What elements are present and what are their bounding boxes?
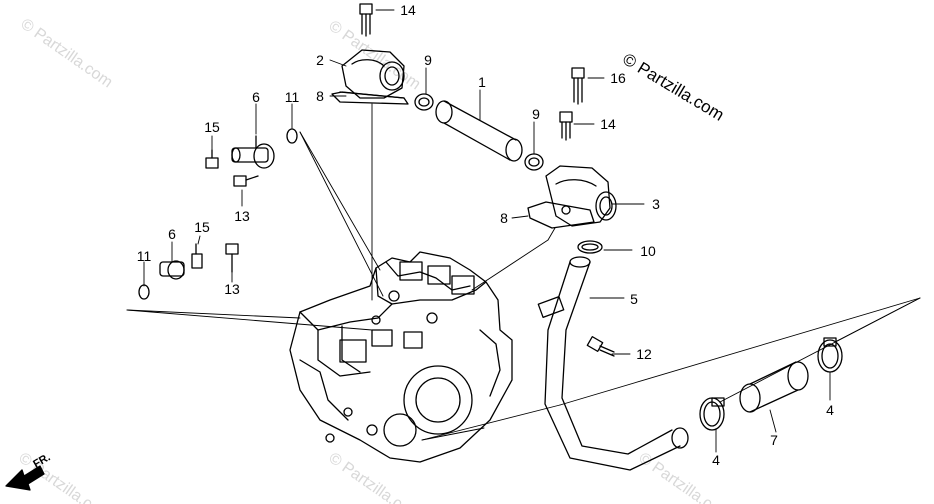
- callout-1: 1: [478, 74, 486, 90]
- callout-14-top: 14: [400, 2, 416, 18]
- bolt-16: [571, 67, 585, 105]
- gasket-8-right: [527, 201, 595, 229]
- leader-lines: [126, 103, 921, 441]
- callout-8-top: 8: [316, 88, 324, 104]
- callout-10: 10: [640, 243, 656, 259]
- callout-8-right: 8: [500, 210, 508, 226]
- callout-9-top: 9: [424, 52, 432, 68]
- callout-13-upper: 13: [234, 208, 250, 224]
- part-1-pipe: [435, 100, 523, 162]
- bolt-13-lower: [225, 243, 239, 273]
- bolt-15-lower: [191, 243, 203, 269]
- part-7-hose: [739, 361, 809, 413]
- callout-6-upper: 6: [252, 89, 260, 105]
- callout-2: 2: [316, 52, 324, 68]
- engine-block: [289, 251, 513, 463]
- part-6-lower: [159, 260, 185, 280]
- callout-3: 3: [652, 196, 660, 212]
- bolt-14-right: [559, 111, 573, 141]
- callout-11-lower: 11: [136, 248, 152, 264]
- callout-6-lower: 6: [168, 226, 176, 242]
- clamp-4-left: [699, 397, 725, 431]
- callout-15-lower: 15: [194, 219, 210, 235]
- callout-16: 16: [610, 70, 626, 86]
- callout-9-lower: 9: [532, 106, 540, 122]
- bolt-15-upper: [205, 149, 219, 169]
- clamp-4-right: [817, 337, 843, 373]
- washer-11-upper: [286, 128, 298, 144]
- callout-5: 5: [630, 291, 638, 307]
- callout-14-right: 14: [600, 116, 616, 132]
- bolt-13-upper: [233, 175, 259, 187]
- bolt-12: [586, 336, 615, 357]
- callout-13-lower: 13: [224, 281, 240, 297]
- bolt-14-top: [359, 3, 373, 37]
- o-ring-9-lower: [524, 153, 544, 171]
- callout-12: 12: [636, 346, 652, 362]
- label-pointers: [143, 9, 831, 453]
- callout-11-upper: 11: [284, 89, 300, 105]
- part-6-upper: [231, 135, 275, 169]
- callout-7: 7: [770, 432, 778, 448]
- o-ring-10: [577, 240, 603, 254]
- callout-15-upper: 15: [204, 119, 220, 135]
- callout-4-left: 4: [712, 452, 720, 468]
- fr-arrow: [5, 465, 45, 491]
- part-5-hose: [537, 256, 689, 471]
- part-3-housing: [545, 165, 617, 227]
- part-2-housing: [331, 49, 409, 105]
- washer-11-lower: [138, 284, 150, 300]
- o-ring-9-top: [414, 93, 434, 111]
- callout-4-right: 4: [826, 402, 834, 418]
